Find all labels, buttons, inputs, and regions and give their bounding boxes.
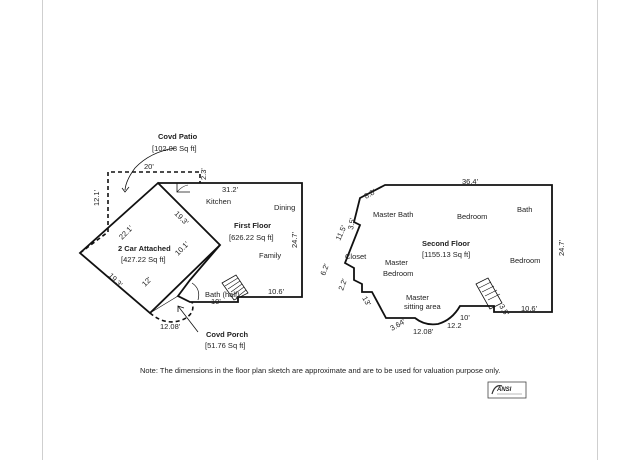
half-bath-dim: 10' [211, 297, 221, 306]
second-floor-outline [343, 184, 553, 326]
first-floor-right-dim: 24.7' [290, 231, 299, 248]
patio-side: 12.1' [92, 189, 101, 206]
garage-area: [427.22 Sq ft] [121, 255, 166, 264]
garage-dim-5: 19.3' [107, 271, 125, 289]
second-floor-dim-2-2: 2.2' [336, 277, 349, 292]
second-floor-dim-10: 10' [460, 313, 470, 322]
room-bath-2: Bath [517, 205, 532, 214]
room-sitting-2: sitting area [404, 302, 442, 311]
room-sitting-1: Master [406, 293, 429, 302]
second-floor-dim-6-2: 6.2' [318, 262, 331, 277]
second-floor-label: Second Floor [422, 239, 470, 248]
room-dining: Dining [274, 203, 295, 212]
porch-leader [177, 305, 199, 333]
room-half-bath: Bath (half) [205, 290, 240, 299]
patio-outline [107, 171, 201, 232]
patio-leader [124, 147, 176, 191]
garage-dim-4: 12' [140, 275, 154, 289]
page-frame [42, 0, 598, 460]
room-master-bedroom: Bedroom [383, 269, 413, 278]
patio-label: Covd Patio [158, 132, 198, 141]
second-floor-dim-13: 13' [360, 295, 373, 308]
porch-area: [51.76 Sq ft] [205, 341, 245, 350]
garage-dim-1: 22.1' [117, 223, 135, 241]
first-floor-small-dim: 2.3' [199, 168, 208, 180]
second-floor-dim-12-08: 12.08' [413, 327, 434, 336]
second-floor-dim-12-2: 12.2 [447, 321, 462, 330]
room-family: Family [259, 251, 281, 260]
room-bedroom-1: Bedroom [457, 212, 487, 221]
stairs-second-floor [475, 277, 503, 310]
ansi-logo: ANSI [487, 381, 527, 399]
second-floor-dim-3-64: 3.64' [389, 317, 408, 333]
patio-width: 20' [144, 162, 154, 171]
first-floor-outline [158, 182, 303, 303]
garage-label: 2 Car Attached [118, 244, 171, 253]
stairs-first-floor [221, 274, 249, 301]
valuation-note: Note: The dimensions in the floor plan s… [140, 366, 500, 375]
room-master: Master [385, 258, 408, 267]
first-floor-bottom-dim: 10.6' [268, 287, 285, 296]
room-kitchen: Kitchen [206, 197, 231, 206]
first-floor-label: First Floor [234, 221, 271, 230]
porch-width-dim: 12.08' [160, 322, 181, 331]
first-floor-area: [626.22 Sq ft] [229, 233, 274, 242]
second-floor-top-dim: 36.4' [462, 177, 479, 186]
room-bedroom-2: Bedroom [510, 256, 540, 265]
ansi-logo-text: ANSI [496, 387, 512, 393]
second-floor-dim-3-5b: 3.5' [497, 303, 511, 318]
porch-label: Covd Porch [206, 330, 249, 339]
first-floor-top-dim: 31.2' [222, 185, 239, 194]
room-master-bath: Master Bath [373, 210, 413, 219]
room-closet: Closet [345, 252, 367, 261]
patio-area: [102.08 Sq ft] [152, 144, 197, 153]
second-floor-right-dim: 24.7' [557, 239, 566, 256]
porch-outline [149, 301, 194, 323]
second-floor-dim-3-5a: 3.5' [346, 217, 357, 231]
second-floor-area: [1155.13 Sq ft] [422, 250, 470, 259]
second-floor-dim-8-8: 8.8' [363, 187, 378, 201]
second-floor-dim-10-6: 10.6' [521, 304, 538, 313]
garage-dim-3: 10.1' [173, 239, 191, 257]
